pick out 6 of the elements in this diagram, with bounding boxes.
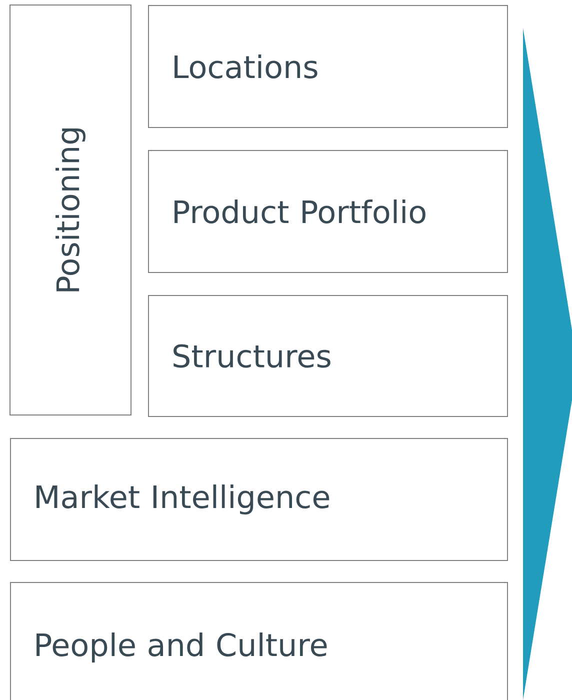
text-box: People and Culture xyxy=(10,582,508,700)
text-box: Locations xyxy=(148,5,508,128)
text-box: Structures xyxy=(148,295,508,417)
vertical-box: Positioning xyxy=(10,4,132,416)
text-box: Product Portfolio xyxy=(148,150,508,273)
text-box: Market Intelligence xyxy=(10,438,508,561)
